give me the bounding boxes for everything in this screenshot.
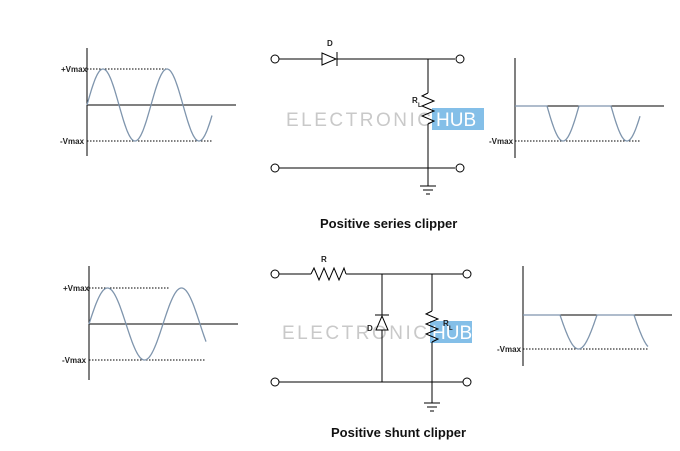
- input-sine-wave: [88, 287, 207, 361]
- output-terminal: [455, 163, 465, 173]
- neg-vmax-label: -Vmax: [497, 345, 522, 354]
- neg-vmax-label: -Vmax: [489, 137, 514, 146]
- load-resistor: [420, 92, 436, 125]
- watermark-badge: [430, 321, 472, 343]
- watermark-badge-text: HUB: [432, 323, 472, 344]
- top-input-waveform: +Vmax -Vmax: [60, 48, 236, 156]
- clipped-output-wave: [523, 314, 649, 350]
- shunt-clipper-caption: Positive shunt clipper: [331, 425, 467, 440]
- resistor-subscript: L: [449, 326, 453, 332]
- output-terminal: [462, 377, 472, 387]
- input-terminal: [270, 163, 280, 173]
- watermark-top: ELECTRONICS HUB: [286, 108, 484, 131]
- ground-symbol: [420, 185, 436, 195]
- diode-symbol: [321, 52, 338, 66]
- series-resistor-label: R: [321, 255, 327, 264]
- resistor-label: R: [412, 96, 418, 105]
- neg-vmax-label: -Vmax: [62, 356, 87, 365]
- output-terminal: [455, 54, 465, 64]
- ground-symbol: [424, 402, 440, 412]
- top-output-waveform: -Vmax: [489, 58, 664, 158]
- output-terminal: [462, 269, 472, 279]
- series-resistor: [310, 266, 347, 282]
- watermark-badge-text: HUB: [436, 110, 476, 131]
- watermark-text: ELECTRONICS: [286, 110, 449, 131]
- bottom-output-waveform: -Vmax: [497, 266, 672, 366]
- diode-label: D: [367, 324, 373, 333]
- bottom-input-waveform: +Vmax -Vmax: [62, 266, 238, 380]
- load-resistor: [424, 310, 440, 343]
- input-terminal: [270, 54, 280, 64]
- diode-label: D: [327, 39, 333, 48]
- neg-vmax-label: -Vmax: [60, 137, 85, 146]
- diode-triangle: [321, 52, 338, 66]
- series-clipper-caption: Positive series clipper: [320, 216, 458, 231]
- resistor-label: R: [443, 319, 449, 328]
- watermark-badge: [432, 108, 484, 130]
- input-sine-wave: [86, 68, 213, 142]
- clipped-output-wave: [515, 105, 641, 142]
- pos-vmax-label: +Vmax: [61, 65, 88, 74]
- input-terminal: [270, 269, 280, 279]
- watermark-bottom: ELECTRONICS HUB: [282, 321, 472, 344]
- pos-vmax-label: +Vmax: [63, 284, 90, 293]
- input-terminal: [270, 377, 280, 387]
- resistor-subscript: L: [418, 103, 422, 109]
- shunt-clipper-circuit: [270, 266, 472, 412]
- watermark-text: ELECTRONICS: [282, 323, 445, 344]
- series-clipper-circuit: [270, 52, 465, 195]
